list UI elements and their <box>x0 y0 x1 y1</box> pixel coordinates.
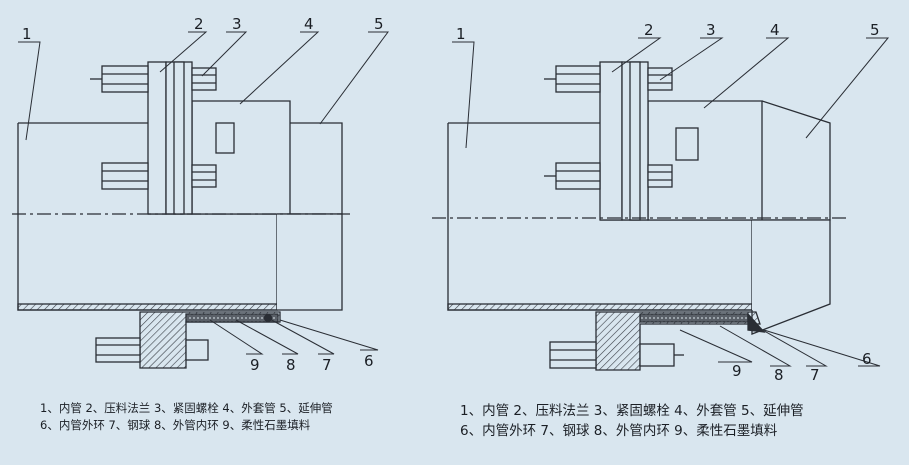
right-legend-line-1: 1、内管 2、压料法兰 3、紧固螺栓 4、外套管 5、延伸管 <box>460 403 804 419</box>
left-callout-labels: 1 2 3 4 5 9 8 7 6 <box>22 15 384 374</box>
right-bolt-bottom <box>544 162 673 190</box>
right-callout-1: 1 <box>456 25 466 43</box>
left-bottom-section <box>95 311 281 369</box>
right-bottom-section <box>549 311 766 371</box>
left-callout-4: 4 <box>304 15 314 33</box>
right-callout-8: 8 <box>774 366 784 384</box>
left-bolt-top <box>90 65 217 93</box>
left-callout-5: 5 <box>374 15 384 33</box>
right-callout-9: 9 <box>732 362 742 380</box>
right-flange <box>599 61 649 221</box>
right-leader-lines <box>452 37 890 367</box>
left-callout-9: 9 <box>250 356 260 374</box>
left-callout-7: 7 <box>322 356 332 374</box>
left-callout-8: 8 <box>286 356 296 374</box>
right-callout-labels: 1 2 3 4 5 9 8 7 6 <box>456 21 880 384</box>
left-legend-line-2: 6、内管外环 7、钢球 8、外管内环 9、柔性石墨填料 <box>40 417 311 432</box>
left-legend: 1、内管 2、压料法兰 3、紧固螺栓 4、外套管 5、延伸管 6、内管外环 7、… <box>40 400 333 433</box>
right-diagram <box>432 37 890 371</box>
right-legend: 1、内管 2、压料法兰 3、紧固螺栓 4、外套管 5、延伸管 6、内管外环 7、… <box>460 402 804 441</box>
right-callout-6: 6 <box>862 350 872 368</box>
left-callout-3: 3 <box>232 15 242 33</box>
left-extension-pipe <box>277 122 343 311</box>
right-callout-5: 5 <box>870 21 880 39</box>
right-callout-2: 2 <box>644 21 654 39</box>
right-bolt-top <box>544 65 673 93</box>
left-callout-1: 1 <box>22 25 32 43</box>
right-legend-line-2: 6、内管外环 7、钢球 8、外管内环 9、柔性石墨填料 <box>460 422 778 439</box>
right-callout-4: 4 <box>770 21 780 39</box>
left-flange <box>147 61 193 215</box>
left-outer-sleeve <box>191 100 291 215</box>
left-diagram <box>12 31 389 369</box>
left-leader-lines <box>18 31 389 355</box>
right-outer-sleeve <box>647 100 763 221</box>
left-callout-6: 6 <box>364 352 374 370</box>
right-callout-7: 7 <box>810 366 820 384</box>
left-legend-line-1: 1、内管 2、压料法兰 3、紧固螺栓 4、外套管 5、延伸管 <box>40 401 333 415</box>
left-callout-2: 2 <box>194 15 204 33</box>
right-callout-3: 3 <box>706 21 716 39</box>
left-bolt-bottom <box>101 162 217 190</box>
